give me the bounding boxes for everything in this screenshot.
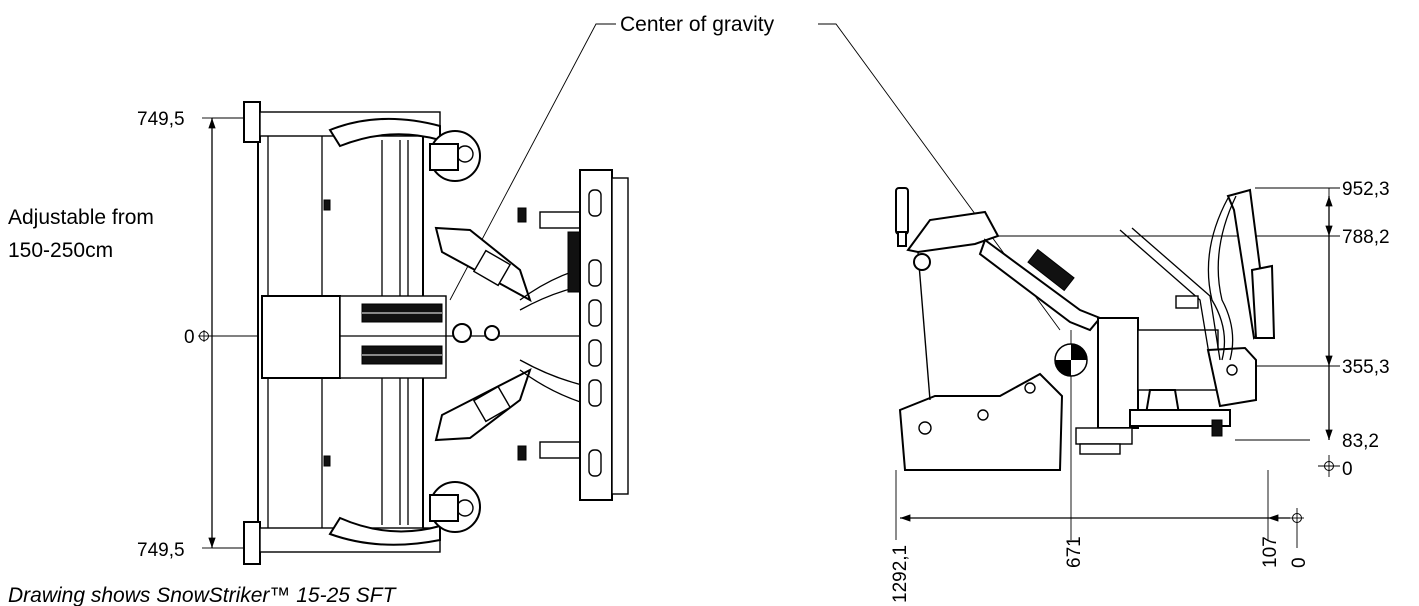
mounting-plate-slots (588, 189, 602, 477)
side-view-vertical-dimensions: 952,3 788,2 355,3 83,2 0 (990, 179, 1390, 480)
dim-1292-1: 1292,1 (890, 545, 911, 603)
drawing-caption: Drawing shows SnowStriker™ 15-25 SFT (8, 584, 398, 606)
dim-top-749-5: 749,5 (137, 109, 185, 130)
top-view-dimensions: 749,5 0 749,5 (137, 109, 262, 561)
dim-788-2: 788,2 (1342, 227, 1390, 248)
top-view-drawing (243, 101, 629, 565)
dim-bottom-749-5: 749,5 (137, 540, 185, 561)
dim-952-3: 952,3 (1342, 179, 1390, 200)
note-line-2: 150-250cm (8, 239, 113, 262)
dim-top-0: 0 (184, 327, 195, 348)
center-of-gravity-label: Center of gravity (620, 13, 775, 36)
spring-coils (361, 303, 443, 365)
dim-0-horizontal: 0 (1289, 557, 1310, 568)
dim-107: 107 (1260, 536, 1281, 568)
note-line-1: Adjustable from (8, 206, 154, 229)
dim-355-3: 355,3 (1342, 357, 1390, 378)
center-of-gravity-symbol (1054, 343, 1088, 377)
center-of-gravity-callout: Center of gravity (449, 13, 1061, 331)
width-note: Adjustable from 150-250cm (8, 206, 154, 262)
dim-671: 671 (1064, 536, 1085, 568)
dim-83-2: 83,2 (1342, 431, 1379, 452)
dim-0-vertical: 0 (1342, 459, 1353, 480)
side-view-drawing (895, 187, 1276, 471)
